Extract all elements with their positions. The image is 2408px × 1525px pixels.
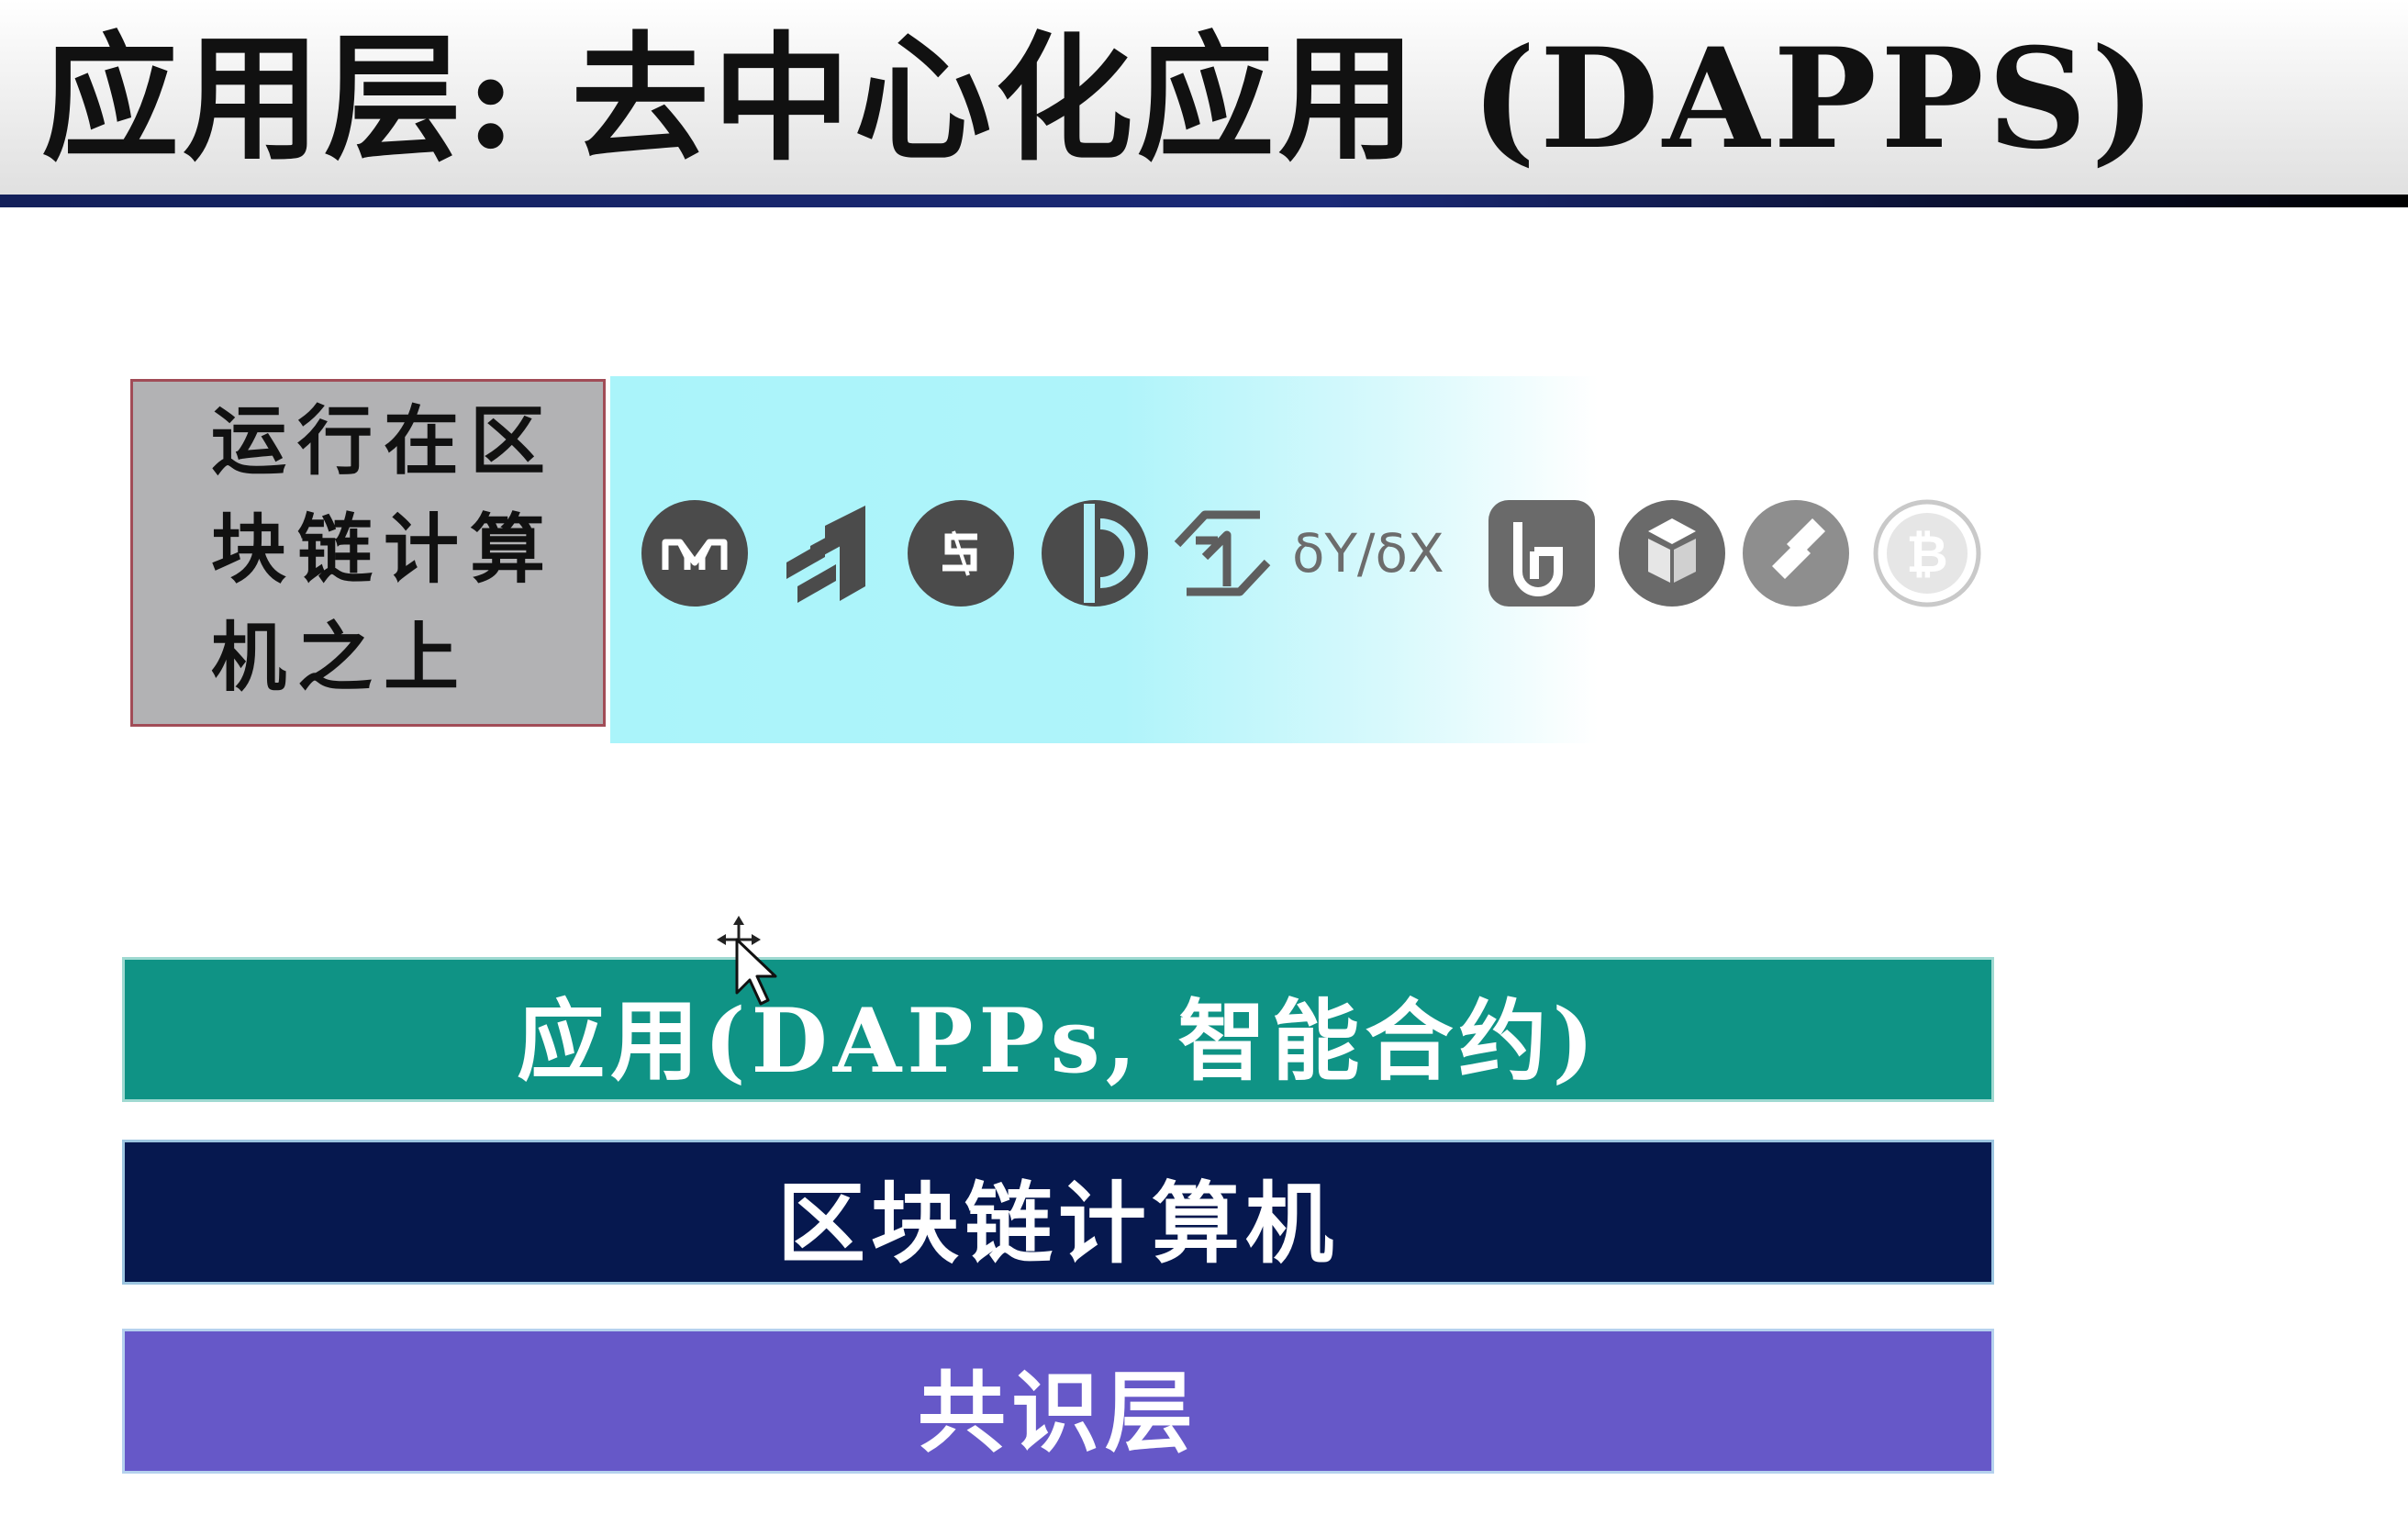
consensus-layer-label: 共识层 <box>918 1361 1198 1464</box>
bancor-rounded-icon <box>1487 498 1597 608</box>
blockchain-computer-layer-label: 区块链计算机 <box>777 1172 1339 1275</box>
delta-y-over-delta-x-icon: δY/δX <box>1292 522 1444 584</box>
synthetix-icon <box>906 498 1016 608</box>
blockchain-computer-layer: 区块链计算机 <box>122 1140 1994 1285</box>
maker-icon <box>640 498 750 608</box>
bancor-cube-icon <box>1617 498 1727 608</box>
dydx-icon <box>1040 498 1150 608</box>
bitcoin-icon: ₿ <box>1872 498 1982 608</box>
svg-text:₿: ₿ <box>1906 525 1948 584</box>
slide-title: 应用层: 去中心化应用 (DAPPS) <box>41 18 2160 180</box>
move-cursor-icon <box>711 916 785 1007</box>
application-layer-label: 应用(DAPPs, 智能合约) <box>517 989 1600 1093</box>
consensus-layer: 共识层 <box>122 1329 1994 1474</box>
application-layer: 应用(DAPPs, 智能合约) <box>122 957 1994 1102</box>
title-divider <box>0 195 2408 207</box>
compound-icon <box>774 498 884 608</box>
run-on-chain-box: 运行在区 块链计算 机之上 <box>130 379 606 727</box>
fulcrum-icon <box>1741 498 1851 608</box>
run-box-line-2: 块链计算 <box>211 506 557 594</box>
kyber-swap-icon <box>1168 498 1278 608</box>
run-box-line-1: 运行在区 <box>211 397 557 485</box>
run-box-line-3: 机之上 <box>211 614 471 702</box>
title-bar: 应用层: 去中心化应用 (DAPPS) <box>0 0 2408 195</box>
